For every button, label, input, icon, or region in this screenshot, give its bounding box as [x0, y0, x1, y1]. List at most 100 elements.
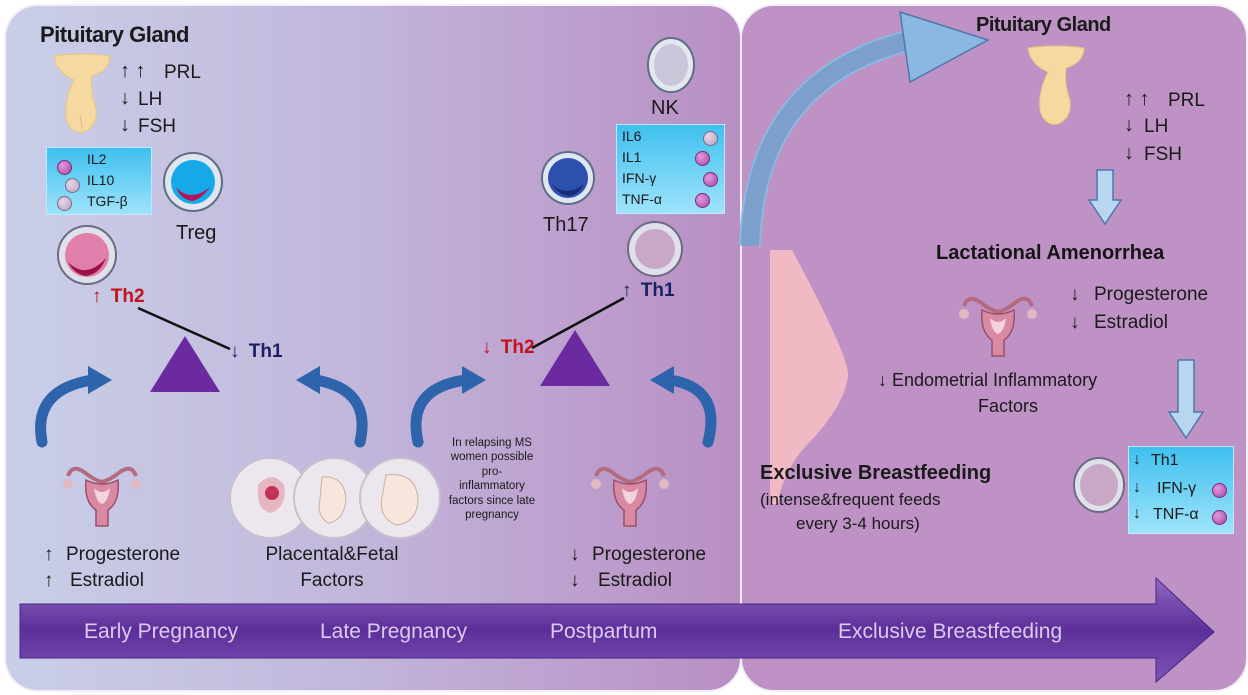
- nk-cell-icon: [647, 37, 695, 93]
- th2-label-left: Th2: [110, 286, 145, 307]
- ms-note-line: pro-: [481, 465, 503, 478]
- tnf-alpha-label: TNF-α: [1153, 506, 1199, 523]
- lh-label: LH: [138, 89, 163, 110]
- estradiol-arrow: ↓: [1070, 312, 1080, 333]
- th2-down-indicator: ↓ Th2: [482, 337, 535, 359]
- th2-label-postpartum: Th2: [500, 337, 535, 358]
- th1-cell-icon: [627, 221, 683, 277]
- cytokine-dot-icon: [57, 196, 72, 211]
- cytokine-ifn-gamma: IFN-γ: [622, 170, 657, 186]
- cytokine-tnf-alpha: TNF-α: [622, 191, 662, 207]
- cytokine-dot-icon: [1212, 483, 1227, 498]
- progesterone-arrow: ↑: [44, 544, 54, 565]
- th1-label-postpartum: Th1: [640, 280, 675, 301]
- curved-arrow-icon: [410, 366, 486, 448]
- ms-note-line: In relapsing MS: [452, 437, 532, 449]
- endometrial-factors-line2: Factors: [978, 396, 1039, 416]
- ms-relapse-note: In relapsing MS women possible pro- infl…: [432, 436, 552, 522]
- fsh-arrow: ↓: [1124, 142, 1134, 164]
- cytokine-dot-icon: [1212, 510, 1227, 525]
- lh-arrow: ↓: [120, 87, 130, 109]
- ms-note-line: inflammatory: [459, 480, 525, 493]
- timeline-late-pregnancy: Late Pregnancy: [320, 620, 468, 643]
- placental-fetal-line1: Placental&Fetal: [265, 544, 399, 565]
- curved-arrow-icon: [35, 366, 112, 448]
- curved-arrow-icon: [650, 366, 717, 448]
- timeline-exclusive-breastfeeding: Exclusive Breastfeeding: [838, 620, 1063, 643]
- estradiol-label: Estradiol: [598, 570, 672, 591]
- th17-label: Th17: [543, 214, 589, 236]
- estradiol-arrow: ↑: [44, 570, 54, 591]
- lh-label: LH: [1144, 116, 1169, 137]
- th2-down-arrow: ↓: [482, 337, 492, 358]
- down-arrow-icon: [1087, 169, 1123, 226]
- cytokine-dot-icon: [57, 160, 72, 175]
- th1-box-label: Th1: [1151, 452, 1179, 469]
- exclusive-breastfeeding-title: Exclusive Breastfeeding: [760, 462, 992, 484]
- timeline-postpartum: Postpartum: [550, 620, 658, 643]
- breastfeeding-sub-line1: (intense&frequent feeds: [760, 490, 941, 509]
- th1-up-indicator: ↑ Th1: [622, 280, 675, 302]
- ms-note-line: women possible: [450, 451, 534, 464]
- fsh-label: FSH: [138, 116, 176, 137]
- pregnancy-panel: [4, 4, 742, 692]
- th2-cell-icon: [57, 225, 117, 285]
- uterus-icon: [63, 466, 141, 527]
- pituitary-gland-icon-left: [53, 53, 111, 133]
- curved-arrow-icon: [296, 366, 368, 448]
- th17-cell-icon: [541, 151, 595, 205]
- uterus-icon: [959, 296, 1037, 357]
- estradiol-label: Estradiol: [70, 570, 144, 591]
- estradiol-arrow: ↓: [570, 570, 580, 591]
- uterus-icon: [591, 466, 669, 527]
- breast-icon: [770, 250, 849, 504]
- th1-down-indicator: ↓ Th1: [230, 341, 283, 363]
- breastfeeding-sub-line2: every 3-4 hours): [796, 514, 920, 533]
- th1-down-arrow: ↓: [230, 341, 240, 362]
- progesterone-label: Progesterone: [66, 544, 181, 565]
- th2-up-arrow: ↑: [92, 286, 102, 307]
- th1-label-left: Th1: [248, 341, 283, 362]
- postpartum-cytokine-box: IL6 IL1 IFN-γ TNF-α: [616, 124, 725, 214]
- timeline-early-pregnancy: Early Pregnancy: [84, 620, 239, 643]
- lh-arrow: ↓: [1124, 114, 1134, 136]
- pituitary-gland-title-right: Pituitary Gland: [976, 14, 1111, 36]
- prl-arrow: ↑ ↑: [1124, 88, 1150, 110]
- timeline-arrow: [19, 576, 1215, 684]
- endometrial-factors-line1: ↓ Endometrial Inflammatory: [878, 370, 1098, 390]
- balance-postpartum: [531, 296, 625, 386]
- progesterone-label: Progesterone: [592, 544, 707, 565]
- fsh-label: FSH: [1144, 144, 1182, 165]
- treg-cytokine-box: IL2 IL10 TGF-β: [46, 147, 152, 215]
- cytokine-il6: IL6: [622, 128, 642, 144]
- prl-label: PRL: [1168, 90, 1205, 111]
- breast-to-pituitary-arrow: [739, 10, 990, 247]
- cytokine-il2: IL2: [87, 151, 107, 167]
- estradiol-label: Estradiol: [1094, 312, 1168, 333]
- th2-up-indicator: ↑ Th2: [92, 286, 145, 308]
- prl-label: PRL: [164, 62, 201, 83]
- cytokine-dot-icon: [695, 193, 710, 208]
- cytokine-dot-icon: [703, 131, 718, 146]
- fetal-development-icon: [229, 457, 441, 539]
- pituitary-gland-title-left: Pituitary Gland: [40, 22, 189, 47]
- ms-note-line: pregnancy: [465, 509, 519, 522]
- lactational-amenorrhea-title: Lactational Amenorrhea: [936, 242, 1165, 264]
- th1-up-arrow: ↑: [622, 280, 632, 301]
- cytokine-dot-icon: [65, 178, 80, 193]
- treg-label: Treg: [176, 222, 217, 244]
- ifn-gamma-arrow: ↓: [1133, 479, 1141, 496]
- prl-arrow: ↑ ↑: [120, 60, 146, 82]
- cytokine-il1: IL1: [622, 149, 642, 165]
- ms-note-line: factors since late: [448, 494, 536, 507]
- progesterone-label: Progesterone: [1094, 284, 1209, 305]
- down-arrow-icon: [1167, 359, 1205, 440]
- cytokine-dot-icon: [695, 151, 710, 166]
- cytokine-il10: IL10: [87, 172, 115, 188]
- th1-cell-icon: [1073, 457, 1125, 513]
- breastfeeding-th1-box: ↓ Th1 ↓ IFN-γ ↓ TNF-α: [1128, 446, 1234, 534]
- placental-fetal-line2: Factors: [300, 570, 364, 591]
- tnf-alpha-arrow: ↓: [1133, 505, 1141, 522]
- fsh-arrow: ↓: [120, 114, 130, 136]
- cytokine-tgf-beta: TGF-β: [87, 193, 128, 209]
